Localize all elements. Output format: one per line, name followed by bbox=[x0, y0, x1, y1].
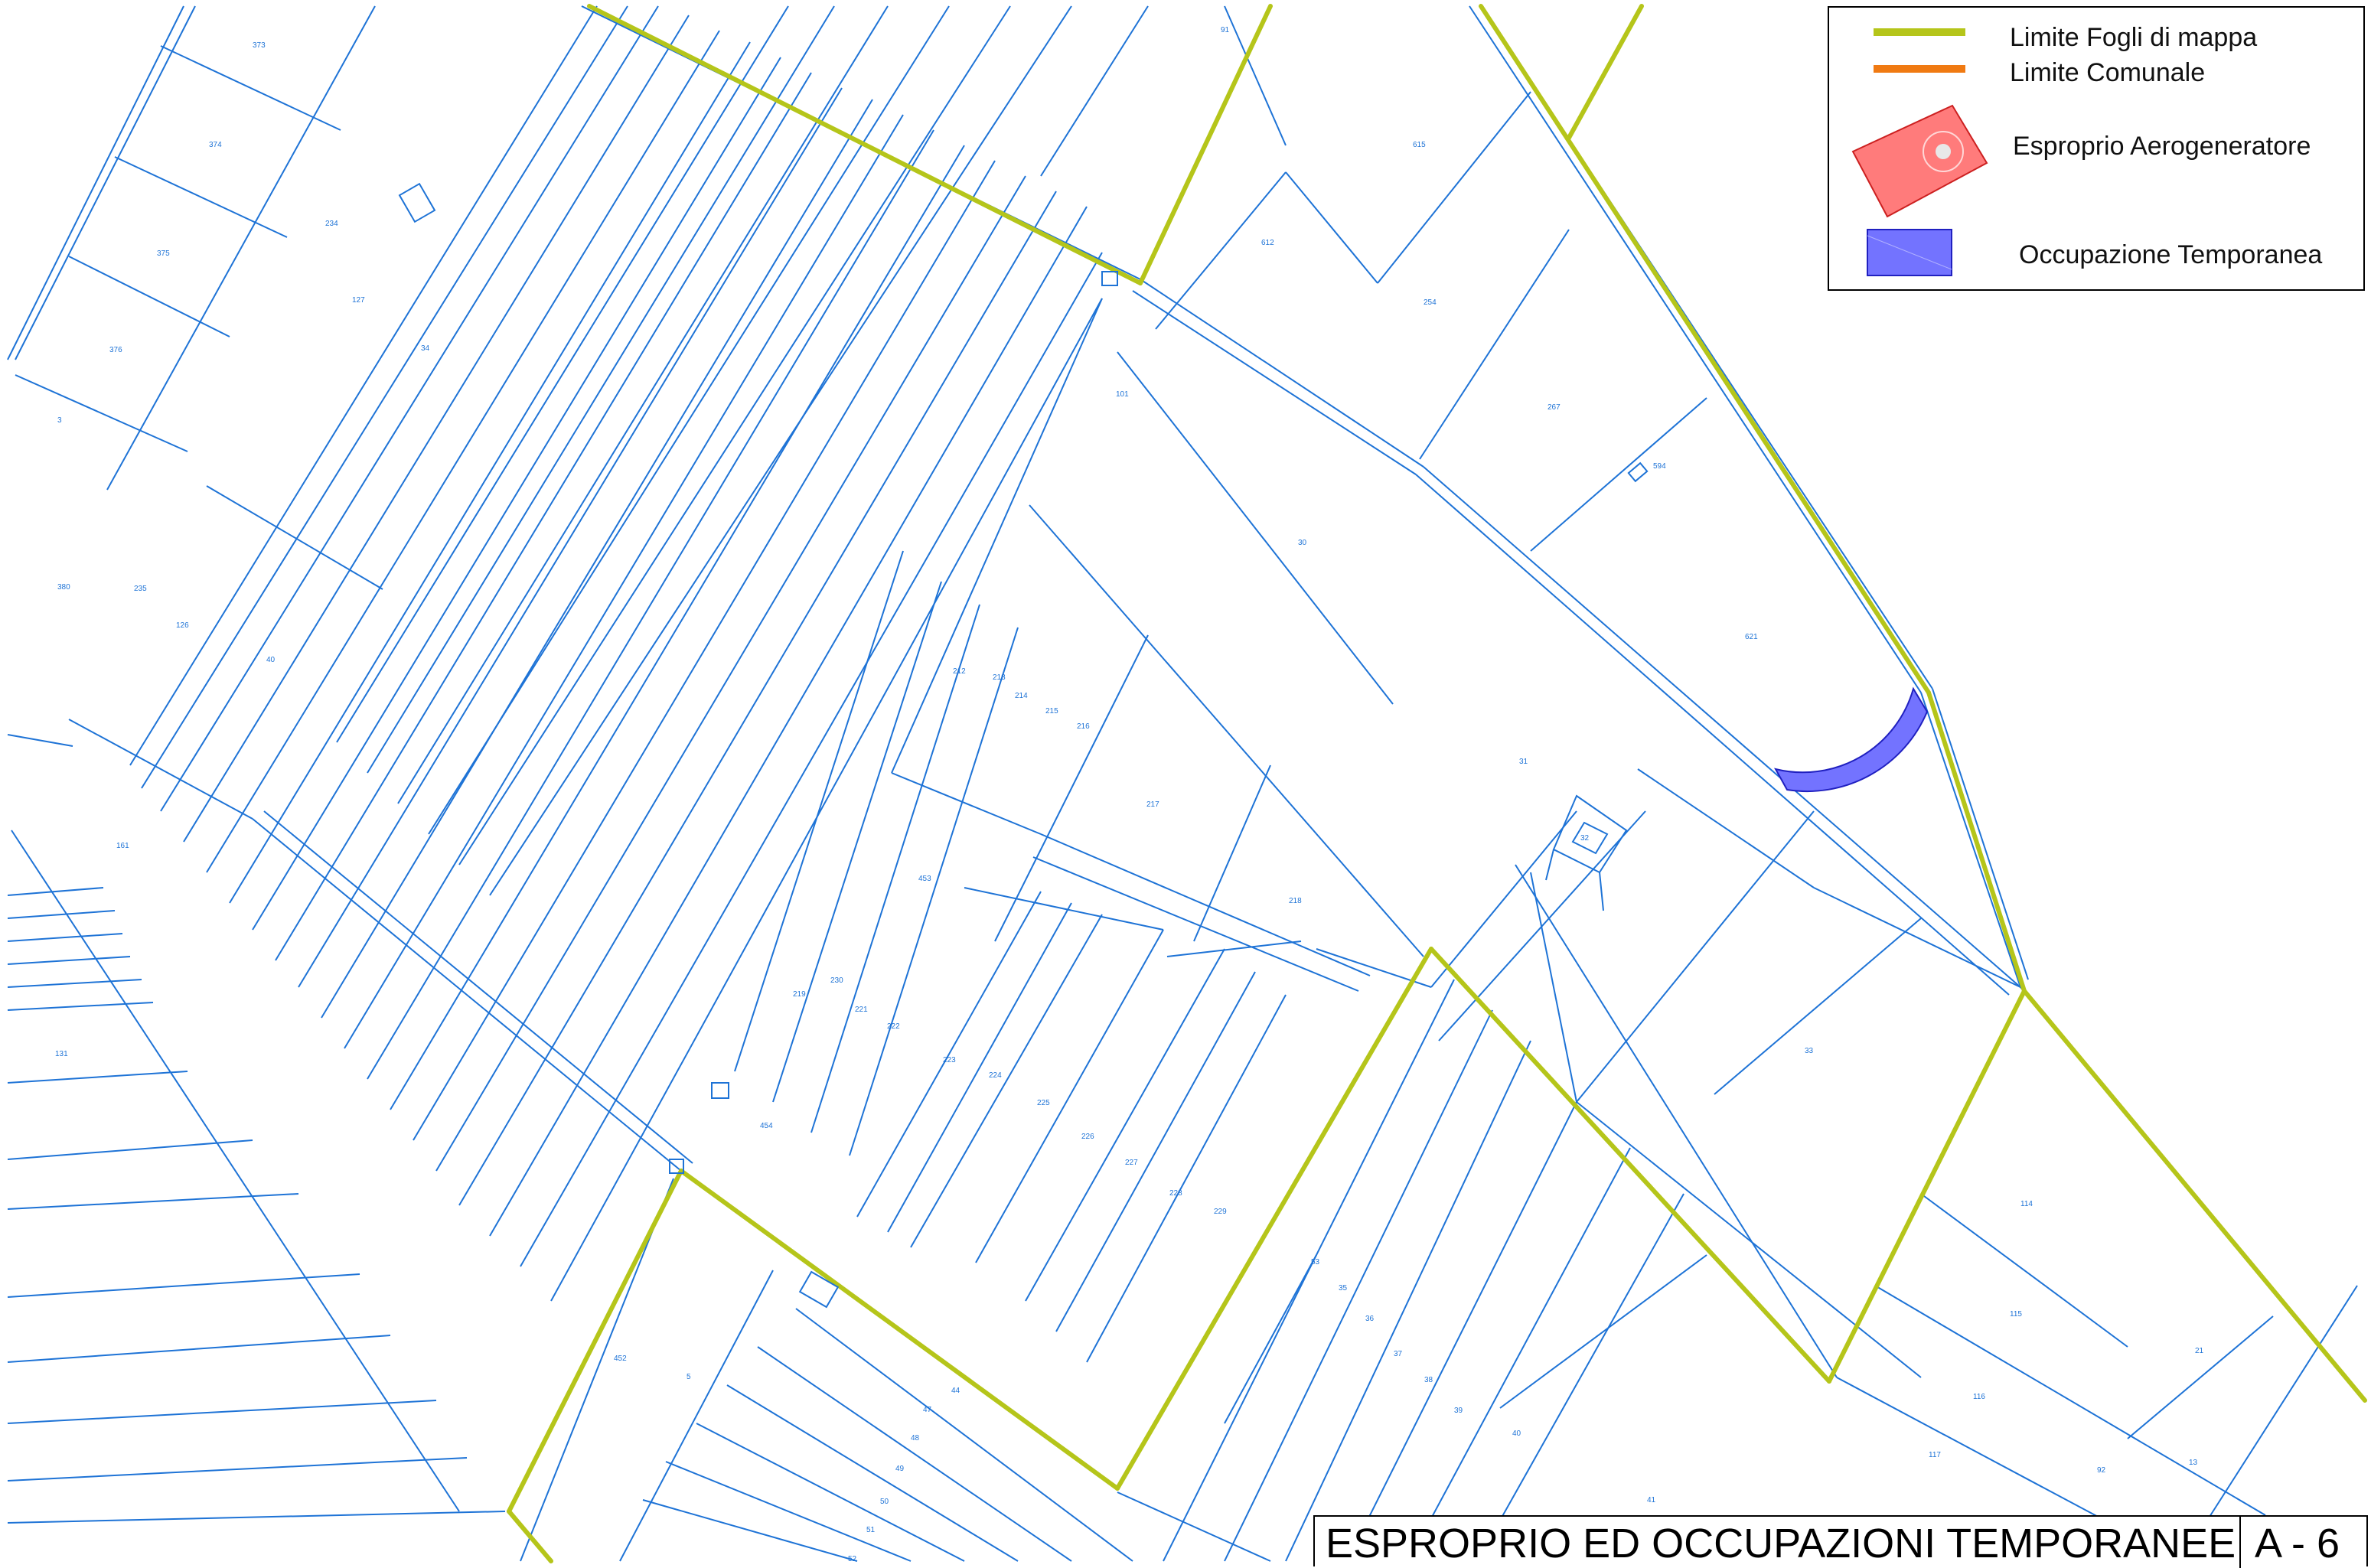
parcel-number: 235 bbox=[134, 585, 147, 593]
parcel-number: 215 bbox=[1045, 707, 1058, 716]
parcel-lines bbox=[7, 5, 2366, 1562]
parcel-number: 380 bbox=[57, 583, 70, 592]
legend-item-sheet-boundary: Limite Fogli di mappa bbox=[1829, 15, 2363, 61]
legend-item-expropriation: Esproprio Aerogeneratore bbox=[1829, 93, 2363, 223]
parcel-number: 217 bbox=[1146, 800, 1159, 809]
parcel-number: 47 bbox=[923, 1406, 932, 1414]
parcel-number: 34 bbox=[421, 344, 430, 353]
parcel-number: 116 bbox=[1973, 1393, 1985, 1401]
parcel-number: 49 bbox=[895, 1465, 905, 1473]
parcel-number: 40 bbox=[1512, 1429, 1521, 1438]
parcel-number: 226 bbox=[1081, 1133, 1094, 1141]
parcel-number: 267 bbox=[1548, 403, 1561, 412]
parcel-number: 39 bbox=[1454, 1407, 1463, 1415]
temporary-occupation-area-icon bbox=[1867, 229, 1952, 276]
parcel-number: 117 bbox=[1929, 1451, 1941, 1459]
legend-label-sheet-boundary: Limite Fogli di mappa bbox=[2010, 23, 2258, 52]
parcel-number: 376 bbox=[109, 346, 122, 354]
parcel-number: 161 bbox=[116, 842, 129, 850]
parcel-number: 219 bbox=[793, 990, 806, 999]
parcel-number: 375 bbox=[157, 249, 170, 258]
parcel-number: 48 bbox=[911, 1434, 920, 1442]
parcel-number: 230 bbox=[830, 976, 843, 985]
parcel-number: 127 bbox=[352, 296, 365, 305]
parcel-number: 612 bbox=[1261, 239, 1274, 247]
parcel-number: 5 bbox=[687, 1373, 691, 1381]
parcel-number: 114 bbox=[2020, 1200, 2033, 1208]
parcel-number: 41 bbox=[1647, 1496, 1656, 1504]
parcel-number: 50 bbox=[880, 1498, 889, 1506]
parcel-number: 13 bbox=[2189, 1459, 2198, 1467]
parcel-number: 594 bbox=[1653, 462, 1666, 471]
parcel-number: 40 bbox=[266, 656, 276, 664]
parcel-number: 21 bbox=[2195, 1347, 2204, 1355]
parcel-number: 254 bbox=[1424, 298, 1437, 307]
small-structures bbox=[398, 182, 1649, 1309]
title-block: ESPROPRIO ED OCCUPAZIONI TEMPORANEE A - … bbox=[1313, 1515, 2368, 1568]
parcel-number: 36 bbox=[1365, 1315, 1375, 1323]
sheet-boundary-lines bbox=[507, 4, 2367, 1563]
expropriation-area-icon bbox=[1851, 104, 1988, 218]
parcel-number: 101 bbox=[1116, 390, 1129, 399]
parcel-number: 621 bbox=[1745, 633, 1758, 641]
parcel-number: 222 bbox=[887, 1022, 900, 1031]
parcel-number: 37 bbox=[1394, 1350, 1403, 1358]
parcel-number: 53 bbox=[1311, 1258, 1320, 1266]
legend-label-municipal-boundary: Limite Comunale bbox=[2010, 58, 2206, 87]
legend-label-temporary-occupation: Occupazione Temporanea bbox=[2019, 240, 2323, 269]
title-divider bbox=[2239, 1517, 2241, 1568]
parcel-number: 31 bbox=[1519, 758, 1528, 766]
sheet-code: A - 6 bbox=[2255, 1521, 2340, 1566]
turbine-site bbox=[1545, 794, 1628, 911]
sheet-boundary-line-icon bbox=[1874, 28, 1965, 36]
parcel-number: 131 bbox=[55, 1050, 68, 1058]
legend-label-expropriation: Esproprio Aerogeneratore bbox=[2013, 132, 2311, 161]
parcel-number: 234 bbox=[325, 220, 338, 228]
drawing-title: ESPROPRIO ED OCCUPAZIONI TEMPORANEE bbox=[1326, 1521, 2236, 1566]
parcel-number: 92 bbox=[2097, 1466, 2106, 1475]
legend-item-temporary-occupation: Occupazione Temporanea bbox=[1829, 223, 2363, 285]
parcel-number: 30 bbox=[1298, 539, 1307, 547]
parcel-number: 214 bbox=[1015, 692, 1028, 700]
parcel-number: 35 bbox=[1339, 1284, 1348, 1293]
parcel-number: 212 bbox=[953, 667, 966, 676]
parcel-number: 32 bbox=[1580, 834, 1590, 843]
parcel-number: 454 bbox=[760, 1122, 773, 1130]
parcel-number: 216 bbox=[1077, 722, 1090, 731]
parcel-number: 452 bbox=[614, 1354, 627, 1363]
map-legend: Limite Fogli di mappa Limite Comunale Es… bbox=[1828, 6, 2365, 291]
parcel-number: 91 bbox=[1221, 26, 1230, 34]
parcel-number: 225 bbox=[1037, 1099, 1050, 1107]
parcel-number: 51 bbox=[866, 1526, 876, 1534]
parcel-number: 227 bbox=[1125, 1159, 1138, 1167]
parcel-number: 229 bbox=[1214, 1208, 1227, 1216]
parcel-number: 44 bbox=[951, 1387, 960, 1395]
parcel-number: 52 bbox=[848, 1555, 857, 1563]
parcel-number: 228 bbox=[1169, 1189, 1182, 1198]
parcel-number: 374 bbox=[209, 141, 222, 149]
legend-item-municipal-boundary: Limite Comunale bbox=[1829, 55, 2363, 101]
parcel-number: 38 bbox=[1424, 1376, 1433, 1384]
parcel-number: 33 bbox=[1805, 1047, 1814, 1055]
parcel-number: 373 bbox=[253, 41, 266, 50]
parcel-number: 126 bbox=[176, 621, 189, 630]
municipal-boundary-line-icon bbox=[1874, 65, 1965, 73]
parcel-number: 218 bbox=[1289, 897, 1302, 905]
parcel-number: 223 bbox=[943, 1056, 956, 1064]
parcel-number: 213 bbox=[993, 673, 1006, 682]
parcel-number: 224 bbox=[989, 1071, 1002, 1080]
parcel-number: 615 bbox=[1413, 141, 1426, 149]
parcel-number: 115 bbox=[2010, 1310, 2022, 1319]
parcel-number: 3 bbox=[57, 416, 62, 425]
parcel-number: 453 bbox=[918, 875, 931, 883]
parcel-number: 221 bbox=[855, 1006, 868, 1014]
temporary-occupation-arc bbox=[1774, 686, 1929, 792]
